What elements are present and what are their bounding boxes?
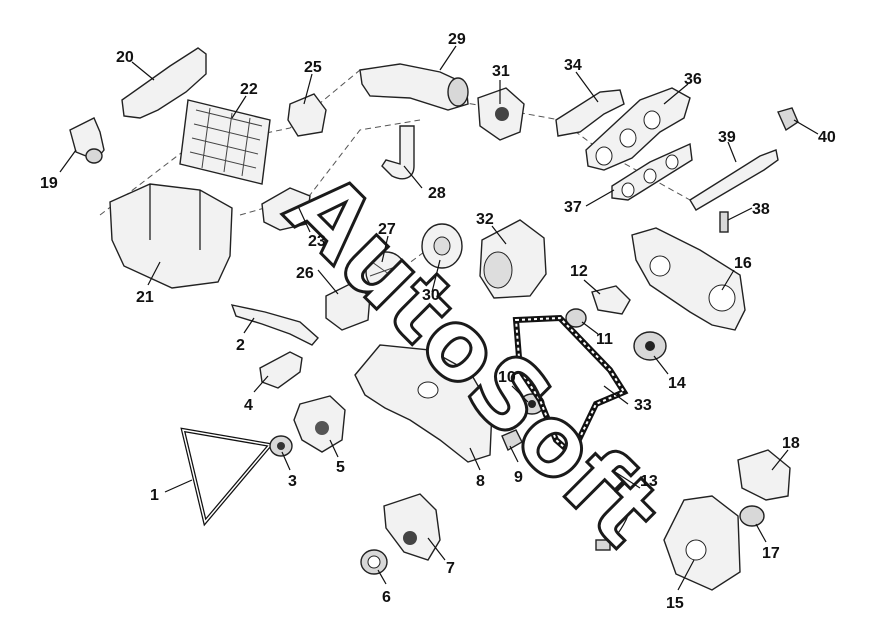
callout-31: 31	[492, 63, 510, 80]
callout-7: 7	[446, 560, 455, 577]
watermark: AutoSoft	[264, 150, 684, 570]
callout-6: 6	[382, 589, 391, 606]
callout-25: 25	[304, 59, 322, 76]
callout-18: 18	[782, 435, 800, 452]
callout-28: 28	[428, 185, 446, 202]
callout-13: 13	[640, 473, 658, 490]
part-heat-shield-34[interactable]	[555, 89, 625, 137]
callout-17: 17	[762, 545, 780, 562]
part-air-filter-22[interactable]	[179, 99, 271, 185]
part-idler-11[interactable]	[565, 308, 587, 328]
callout-33: 33	[634, 397, 652, 414]
part-housing-31[interactable]	[477, 87, 525, 141]
callout-11: 11	[596, 331, 613, 348]
callout-15: 15	[666, 595, 684, 612]
callout-23: 23	[308, 233, 326, 250]
part-pulley-6[interactable]	[360, 549, 388, 575]
callout-21: 21	[136, 289, 154, 306]
callout-30: 30	[422, 287, 440, 304]
callout-38: 38	[752, 201, 770, 218]
part-cap-30[interactable]	[421, 223, 463, 269]
callout-1: 1	[150, 487, 159, 504]
callout-16: 16	[734, 255, 752, 272]
callout-40: 40	[818, 129, 836, 146]
callout-26: 26	[296, 265, 314, 282]
callout-12: 12	[570, 263, 588, 280]
part-bracket-2[interactable]	[230, 304, 319, 346]
part-elbow-hose-28[interactable]	[381, 125, 415, 180]
callout-9: 9	[514, 469, 523, 486]
callout-4: 4	[244, 397, 253, 414]
part-exhaust-manifold-36[interactable]	[585, 87, 691, 171]
part-air-box-21[interactable]	[109, 183, 233, 289]
part-bracket-4[interactable]	[259, 351, 303, 389]
callout-14: 14	[668, 375, 686, 392]
callout-20: 20	[116, 49, 134, 66]
callout-10: 10	[498, 369, 516, 386]
part-injector-38[interactable]	[719, 211, 729, 233]
part-timing-belt-33[interactable]	[512, 314, 629, 459]
callout-3: 3	[288, 473, 297, 490]
part-water-pump-5[interactable]	[293, 395, 346, 453]
callout-labels: 1 2 3 4 5 6 7 8 9 10 11 12 13 14 15 16 1…	[40, 31, 836, 612]
callout-27: 27	[378, 221, 396, 238]
watermark-text: AutoSoft	[265, 151, 682, 568]
callout-2: 2	[236, 337, 245, 354]
callout-8: 8	[476, 473, 485, 490]
part-sensor-12[interactable]	[591, 285, 631, 315]
callout-22: 22	[240, 81, 258, 98]
callout-19: 19	[40, 175, 58, 192]
part-tensioner-9[interactable]	[501, 429, 523, 451]
part-seal-17[interactable]	[739, 505, 765, 527]
part-fuel-rail-39[interactable]	[689, 149, 779, 211]
callout-5: 5	[336, 459, 345, 476]
part-sensor-wire-13[interactable]	[595, 458, 630, 551]
part-compressor-32[interactable]	[479, 219, 547, 299]
part-sensor-19[interactable]	[69, 117, 105, 164]
callout-29: 29	[448, 31, 466, 48]
callout-37: 37	[564, 199, 582, 216]
part-gasket-37[interactable]	[611, 142, 693, 201]
part-intake-duct-20[interactable]	[121, 47, 207, 119]
part-pulley-3[interactable]	[269, 435, 293, 457]
callout-36: 36	[684, 71, 702, 88]
part-rear-cover-16[interactable]	[631, 227, 746, 331]
callout-39: 39	[718, 129, 736, 146]
part-housing-18[interactable]	[737, 449, 791, 501]
part-oil-pump-15[interactable]	[663, 495, 741, 591]
part-regulator-40[interactable]	[777, 107, 799, 132]
part-belt[interactable]	[180, 427, 274, 527]
part-hose-27[interactable]	[365, 251, 407, 293]
part-timing-cover-8[interactable]	[354, 344, 493, 463]
part-maf-sensor-25[interactable]	[287, 93, 327, 137]
part-intake-tube-29[interactable]	[359, 63, 469, 111]
part-throttle-body-26[interactable]	[325, 283, 371, 331]
callout-34: 34	[564, 57, 582, 74]
callout-32: 32	[476, 211, 494, 228]
callout-leaders	[59, 45, 819, 591]
part-lower-cover-7[interactable]	[383, 493, 441, 561]
part-cam-pulley-14[interactable]	[633, 331, 667, 361]
